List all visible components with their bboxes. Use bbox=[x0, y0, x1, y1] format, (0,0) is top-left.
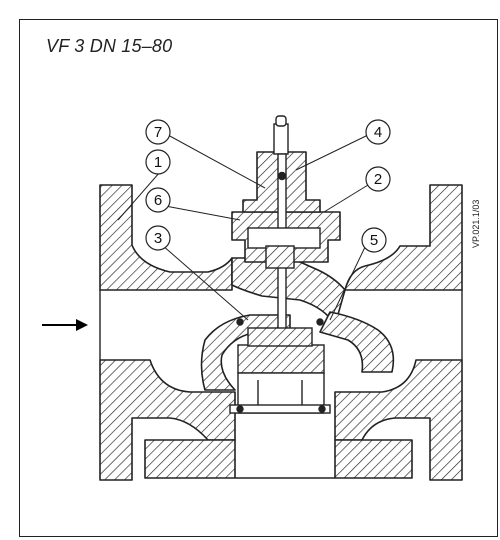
svg-text:2: 2 bbox=[374, 171, 382, 188]
callout-5: 5 bbox=[361, 227, 387, 253]
leader-lines bbox=[117, 134, 369, 321]
callout-2: 2 bbox=[365, 166, 391, 192]
callout-7: 7 bbox=[145, 119, 171, 145]
callout-6: 6 bbox=[145, 187, 171, 213]
svg-text:4: 4 bbox=[374, 124, 382, 141]
figure-title: VF 3 DN 15–80 bbox=[46, 36, 173, 56]
valve-cone bbox=[229, 318, 331, 414]
callout-4: 4 bbox=[365, 119, 391, 145]
svg-text:1: 1 bbox=[154, 154, 162, 171]
callouts: 1 2 3 4 5 6 7 bbox=[145, 119, 391, 253]
svg-text:5: 5 bbox=[370, 232, 378, 249]
pipe-bore bbox=[99, 290, 463, 360]
callout-3: 3 bbox=[145, 225, 171, 251]
svg-text:3: 3 bbox=[154, 230, 162, 247]
valve-stem bbox=[247, 115, 321, 369]
svg-text:7: 7 bbox=[154, 124, 162, 141]
callout-1: 1 bbox=[145, 149, 171, 175]
svg-text:6: 6 bbox=[154, 192, 162, 209]
valve-body bbox=[99, 151, 463, 481]
flow-arrow bbox=[42, 319, 88, 331]
